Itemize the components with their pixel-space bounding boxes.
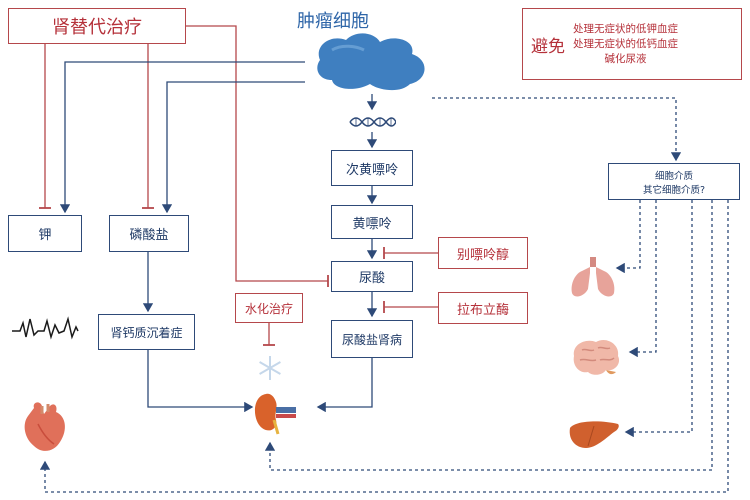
- dna-icon: [349, 117, 396, 127]
- avoid-box: 避免 处理无症状的低钾血症 处理无症状的低钙血症 碱化尿液: [522, 8, 742, 80]
- hypoxanthine-label: 次黄嘌呤: [345, 162, 398, 178]
- heart-icon: [24, 402, 65, 451]
- rasburicase-label: 拉布立酶: [456, 302, 509, 318]
- other-cytokines-label: 其它细胞介质?: [642, 184, 706, 196]
- uric-acid-box: 尿酸: [331, 261, 413, 292]
- allopurinol-box: 别嘌呤醇: [438, 237, 528, 269]
- nephrocalcinosis-box: 肾钙质沉着症: [98, 314, 195, 350]
- urate-nephropathy-box: 尿酸盐肾病: [331, 320, 413, 358]
- renal-replacement-label: 肾替代治疗: [52, 17, 142, 38]
- snowflake-icon: [259, 356, 281, 380]
- hypoxanthine-box: 次黄嘌呤: [331, 150, 413, 186]
- brain-icon: [573, 339, 620, 375]
- tumor-title: 肿瘤细胞: [297, 11, 369, 32]
- tumor-cell-icon: [317, 33, 425, 91]
- urate-nephropathy-label: 尿酸盐肾病: [341, 332, 402, 347]
- uric-acid-label: 尿酸: [358, 271, 385, 286]
- avoid-item: 处理无症状的低钾血症: [573, 22, 678, 35]
- lungs-icon: [571, 257, 615, 297]
- allopurinol-label: 别嘌呤醇: [456, 247, 509, 263]
- potassium-label: 钾: [38, 228, 52, 243]
- xanthine-label: 黄嘌呤: [352, 216, 392, 232]
- cytokines-box: 细胞介质 其它细胞介质?: [608, 163, 740, 200]
- ecg-icon: [12, 316, 79, 340]
- rasburicase-box: 拉布立酶: [438, 292, 528, 324]
- avoid-list: 处理无症状的低钾血症 处理无症状的低钙血症 碱化尿液: [573, 22, 678, 67]
- kidney-icon: [254, 393, 296, 435]
- liver-icon: [569, 421, 619, 448]
- cytokines-label: 细胞介质: [654, 170, 693, 182]
- nephrocalcinosis-label: 肾钙质沉着症: [110, 325, 183, 340]
- xanthine-box: 黄嘌呤: [331, 205, 413, 239]
- hydration-label: 水化治疗: [244, 301, 293, 316]
- avoid-item: 处理无症状的低钙血症: [573, 37, 678, 50]
- potassium-box: 钾: [8, 215, 82, 252]
- phosphate-box: 磷酸盐: [109, 215, 189, 252]
- renal-replacement-box: 肾替代治疗: [8, 8, 186, 44]
- avoid-item: 碱化尿液: [604, 52, 647, 65]
- phosphate-label: 磷酸盐: [129, 228, 169, 243]
- avoid-label: 避免: [531, 36, 565, 57]
- hydration-box: 水化治疗: [235, 293, 303, 323]
